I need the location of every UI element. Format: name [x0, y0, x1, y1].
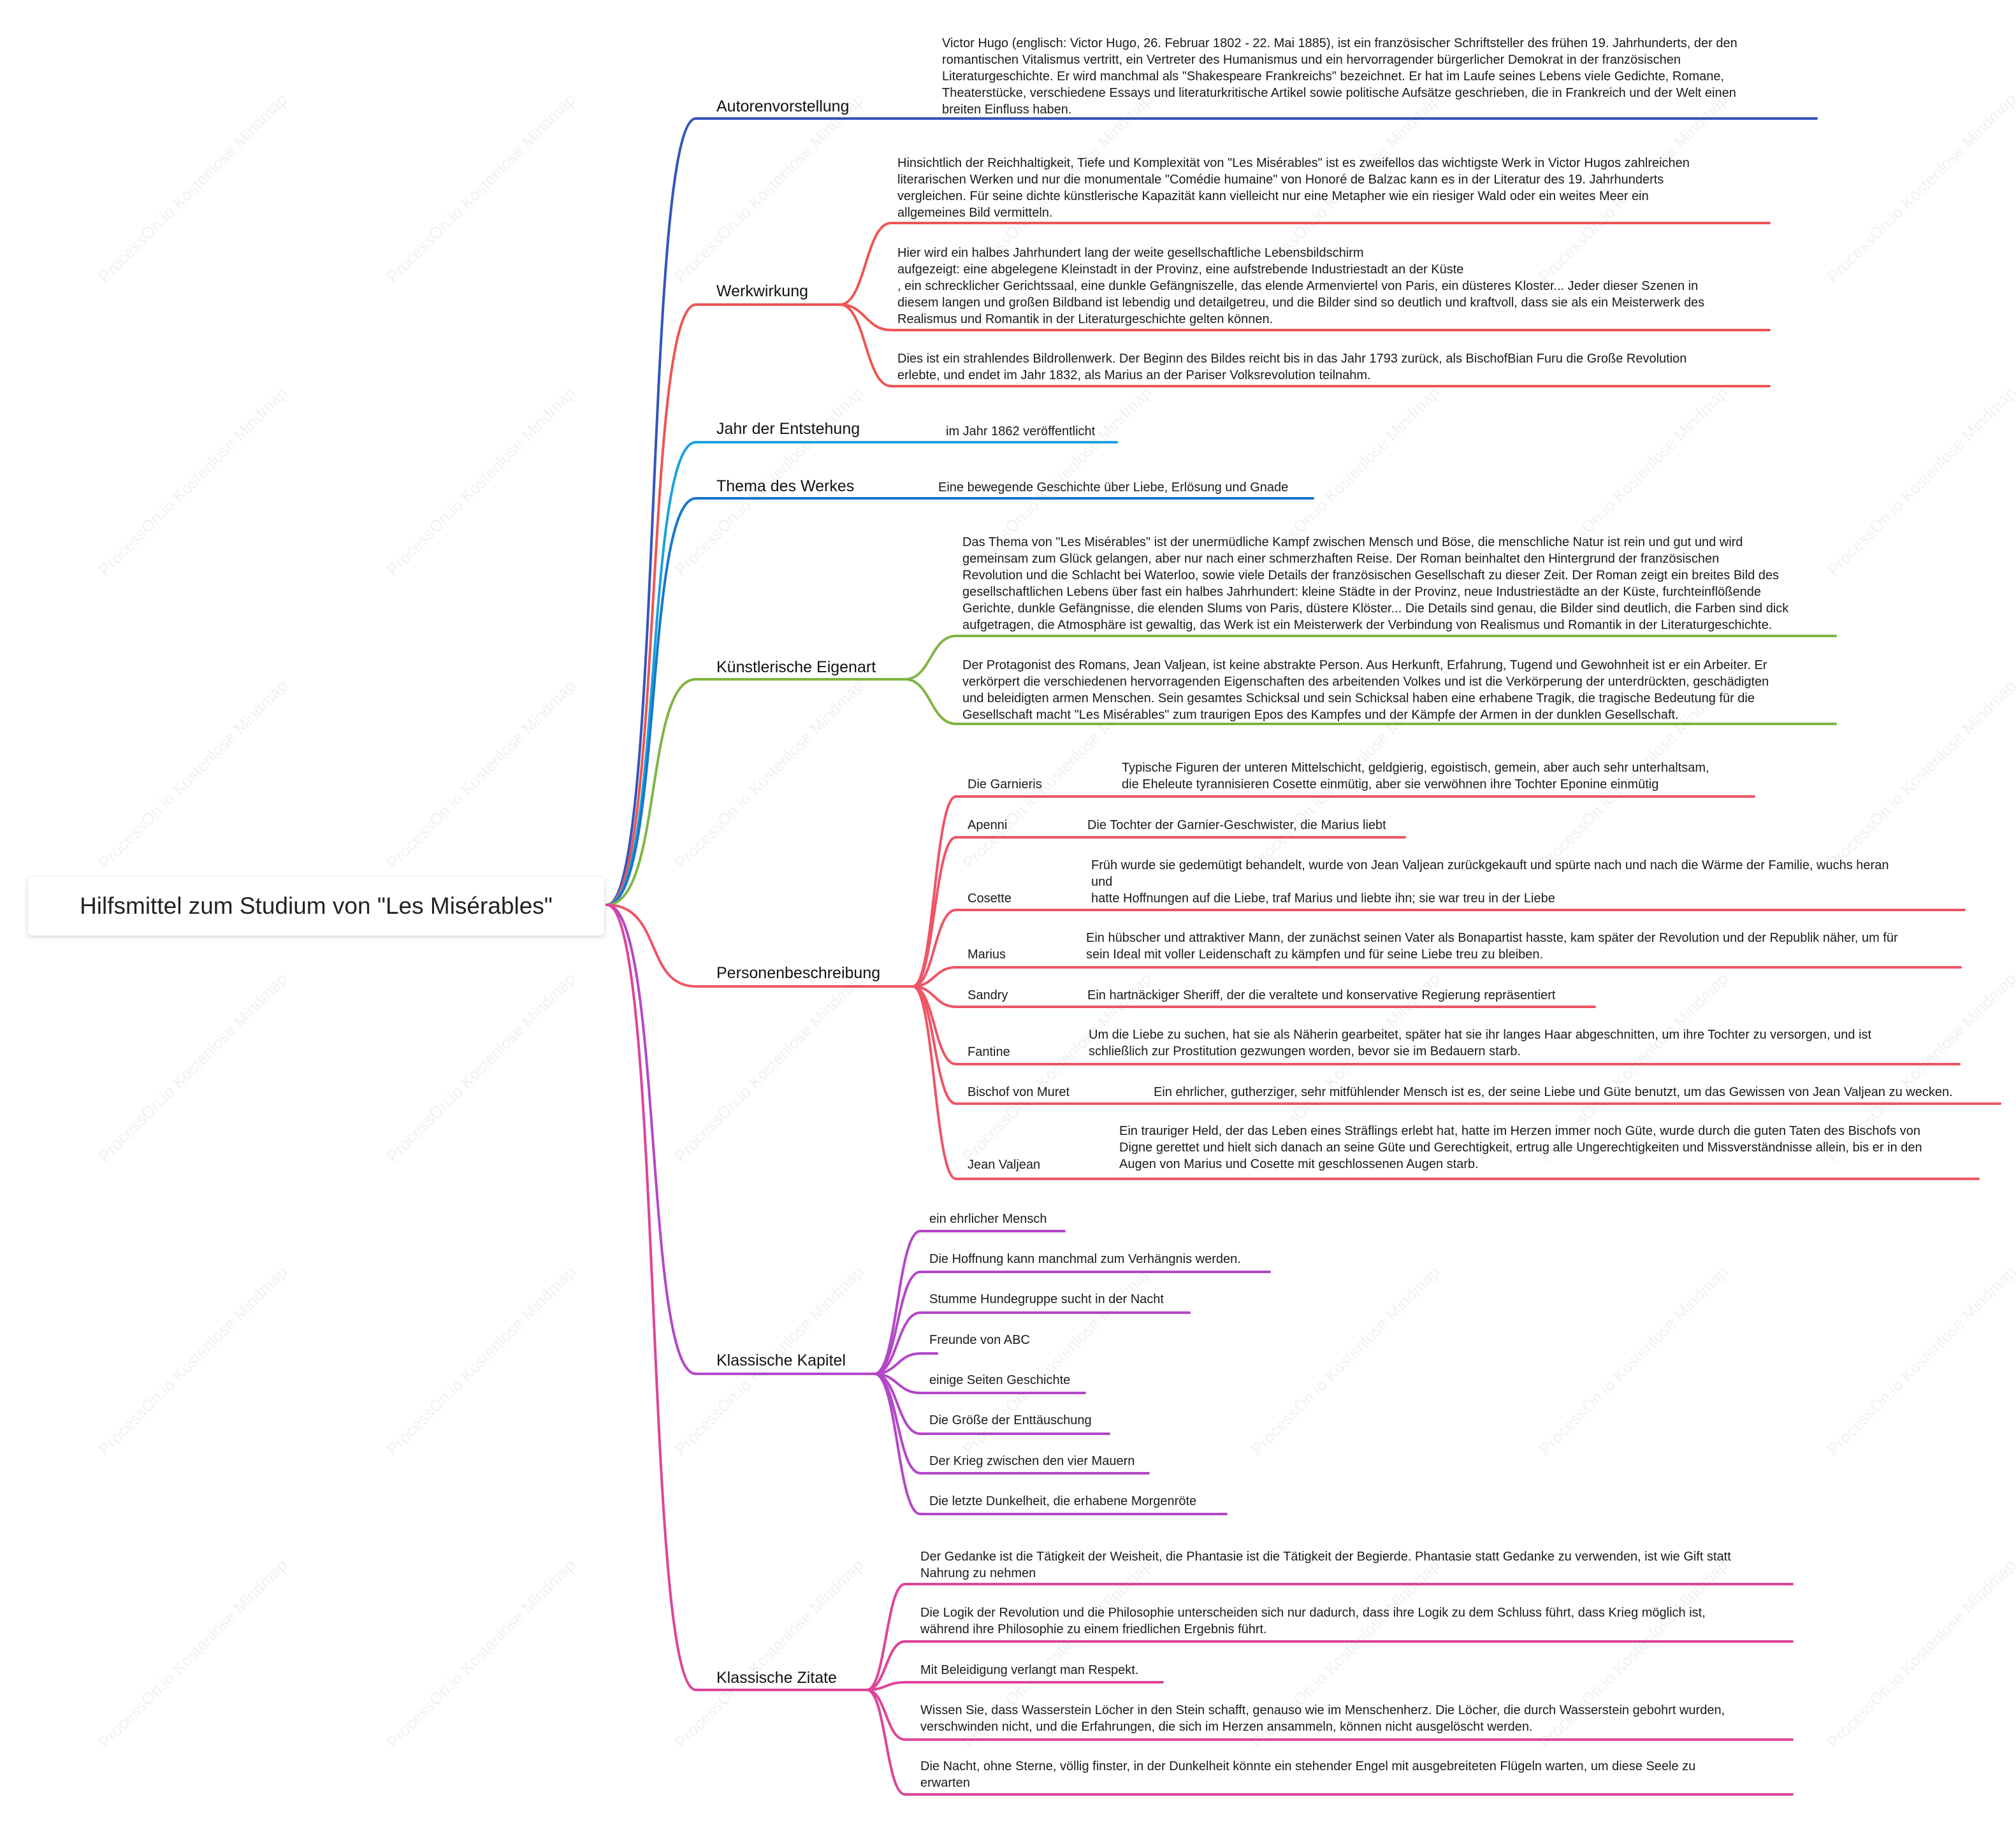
person-desc-bischof: Ein ehrlicher, gutherziger, sehr mitfühl…: [1154, 1085, 1953, 1099]
sub-line-zitat-3: [866, 1689, 1794, 1741]
root-node[interactable]: Hilfsmittel zum Studium von "Les Misérab…: [28, 877, 604, 935]
leaf-thema-text: Eine bewegende Geschichte über Liebe, Er…: [938, 480, 1289, 494]
quote-item: Mit Beleidigung verlangt man Respekt.: [920, 1663, 1139, 1677]
branch-line-autor: [606, 117, 841, 906]
sub-line-kapitel-1: [873, 1271, 1271, 1375]
sub-line-kapitel-0: [873, 1230, 1066, 1375]
person-name-marius[interactable]: Marius: [968, 948, 1006, 962]
sub-line-kapitel-7: [873, 1373, 1228, 1515]
sub-line-zitat-0: [866, 1583, 1794, 1691]
sub-line-werk-2: [839, 303, 1771, 331]
person-desc-garnieris: Typische Figuren der unteren Mittelschic…: [1122, 761, 1709, 791]
branch-line-thema: [606, 497, 841, 906]
sub-line-kapitel-2: [873, 1311, 1191, 1375]
leaf-werk-text-1: Hinsichtlich der Reichhaltigkeit, Tiefe …: [897, 156, 1690, 220]
chapter-item[interactable]: Die Hoffnung kann manchmal zum Verhängni…: [929, 1252, 1241, 1266]
person-desc-fantine: Um die Liebe zu suchen, hat sie als Nähe…: [1089, 1028, 1872, 1058]
leaf-kunst-text-2: Der Protagonist des Romans, Jean Valjean…: [962, 658, 1769, 722]
leaf-jahr-text: im Jahr 1862 veröffentlicht: [946, 424, 1096, 438]
branch-thema-des-werkes[interactable]: Thema des Werkes: [716, 477, 855, 495]
branch-line-werk: [606, 303, 841, 906]
chapter-item[interactable]: Die Größe der Enttäuschung: [929, 1413, 1092, 1427]
sub-line-person-6: [911, 985, 2001, 1105]
branch-autorenvorstellung[interactable]: Autorenvorstellung: [716, 97, 850, 115]
person-desc-jean-valjean: Ein trauriger Held, der das Leben eines …: [1119, 1124, 1922, 1171]
sub-line-person-1: [911, 836, 1406, 988]
leaf-kunst-text-1: Das Thema von "Les Misérables" ist der u…: [962, 535, 1789, 632]
chapter-item[interactable]: Die letzte Dunkelheit, die erhabene Morg…: [929, 1494, 1197, 1508]
sub-line-kunst-2: [904, 678, 1837, 725]
person-name-fantine[interactable]: Fantine: [968, 1045, 1010, 1059]
branch-jahr-der-entstehung[interactable]: Jahr der Entstehung: [716, 420, 860, 438]
quote-item: Wissen Sie, dass Wasserstein Löcher in d…: [920, 1703, 1725, 1734]
branch-line-zitate: [606, 904, 868, 1691]
branch-line-personen: [606, 904, 914, 988]
leaf-autor-text: Victor Hugo (englisch: Victor Hugo, 26. …: [942, 36, 1737, 117]
person-name-bischof[interactable]: Bischof von Muret: [968, 1085, 1070, 1099]
branch-kuenstlerische-eigenart[interactable]: Künstlerische Eigenart: [716, 658, 876, 676]
branch-klassische-kapitel[interactable]: Klassische Kapitel: [716, 1352, 846, 1369]
sub-line-kunst-1: [904, 635, 1837, 681]
sub-line-werk-1: [839, 222, 1771, 306]
person-name-apenni[interactable]: Apenni: [968, 818, 1008, 832]
person-name-jean-valjean[interactable]: Jean Valjean: [968, 1158, 1041, 1172]
branch-line-kapitel: [606, 904, 876, 1375]
branch-klassische-zitate[interactable]: Klassische Zitate: [716, 1669, 837, 1687]
sub-line-kapitel-4: [873, 1373, 1086, 1394]
sub-line-person-3: [911, 966, 1962, 988]
chapter-item[interactable]: ein ehrlicher Mensch: [929, 1212, 1047, 1226]
sub-line-person-2: [911, 909, 1966, 988]
person-desc-cosette: Früh wurde sie gedemütigt behandelt, wur…: [1091, 858, 1889, 905]
sub-line-zitat-1: [866, 1640, 1794, 1691]
branch-werkwirkung[interactable]: Werkwirkung: [716, 282, 809, 300]
sub-line-person-4: [911, 985, 1596, 1008]
branch-line-kunst: [606, 678, 906, 906]
quote-item: Der Gedanke ist die Tätigkeit der Weishe…: [920, 1550, 1731, 1580]
leaf-werk-text-3: Dies ist ein strahlendes Bildrollenwerk.…: [897, 352, 1687, 382]
chapter-item[interactable]: einige Seiten Geschichte: [929, 1373, 1071, 1387]
person-name-garnieris[interactable]: Die Garnieris: [968, 777, 1042, 791]
leaf-werk-text-2: Hier wird ein halbes Jahrhundert lang de…: [897, 246, 1705, 326]
quote-item: Die Logik der Revolution und die Philoso…: [920, 1606, 1706, 1636]
chapter-item[interactable]: Der Krieg zwischen den vier Mauern: [929, 1454, 1135, 1468]
branch-personenbeschreibung[interactable]: Personenbeschreibung: [716, 964, 881, 982]
sub-line-zitat-4: [866, 1689, 1794, 1796]
sub-line-kapitel-3: [873, 1352, 938, 1375]
person-name-cosette[interactable]: Cosette: [968, 891, 1012, 905]
sub-line-person-7: [911, 985, 1980, 1180]
person-desc-marius: Ein hübscher und attraktiver Mann, der z…: [1086, 931, 1898, 962]
person-desc-apenni: Die Tochter der Garnier-Geschwister, die…: [1087, 818, 1386, 832]
sub-line-zitat-2: [866, 1681, 1164, 1691]
chapter-item[interactable]: Stumme Hundegruppe sucht in der Nacht: [929, 1292, 1164, 1306]
sub-line-werk-3: [839, 303, 1771, 387]
quote-item: Die Nacht, ohne Sterne, völlig finster, …: [920, 1759, 1696, 1790]
person-name-sandry[interactable]: Sandry: [968, 988, 1008, 1002]
chapter-item[interactable]: Freunde von ABC: [929, 1333, 1030, 1347]
person-desc-sandry: Ein hartnäckiger Sheriff, der die veralt…: [1087, 988, 1556, 1002]
